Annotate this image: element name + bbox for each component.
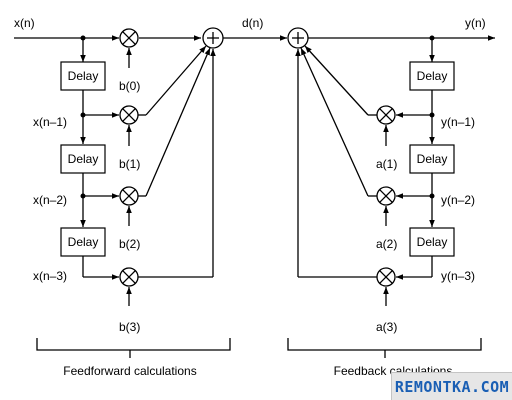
multiplier-a3 — [376, 267, 396, 287]
tap-node — [429, 193, 435, 199]
delay-block-x2: Delay — [60, 144, 106, 174]
feedforward-bracket — [36, 338, 231, 351]
feedforward-section: x(n) Delay Delay Delay x(n–1) x(n–2) x( — [14, 16, 231, 378]
coef-b2-label: b(2) — [119, 237, 140, 251]
input-signal-label: x(n) — [14, 16, 35, 30]
middle-signal-label: d(n) — [242, 16, 263, 30]
coef-b0-label: b(0) — [119, 79, 140, 93]
delay-block-y1: Delay — [409, 61, 455, 91]
delay-label: Delay — [68, 69, 99, 83]
feedback-section: y(n) Delay Delay Delay y(n–1) y(n–2) y(n… — [287, 16, 495, 378]
adder-feedback — [287, 27, 309, 49]
adder-feedforward — [202, 27, 224, 49]
delay-block-y3: Delay — [409, 227, 455, 257]
tap-node — [80, 193, 86, 199]
watermark-logo: REMONTKA.COM — [391, 372, 512, 400]
delay-label: Delay — [68, 235, 99, 249]
coef-a3-label: a(3) — [376, 320, 397, 334]
x-delay-1-label: x(n–1) — [33, 115, 67, 129]
multiplier-b3 — [119, 267, 139, 287]
feedback-bracket — [287, 338, 482, 351]
tap-node — [80, 35, 86, 41]
coef-a2-label: a(2) — [376, 237, 397, 251]
multiplier-b0 — [119, 28, 139, 48]
delay-label: Delay — [417, 152, 448, 166]
coef-b1-label: b(1) — [119, 157, 140, 171]
delay-label: Delay — [68, 152, 99, 166]
delay-label: Delay — [417, 69, 448, 83]
delay-block-y2: Delay — [409, 144, 455, 174]
y-delay-3-label: y(n–3) — [441, 269, 475, 283]
multiplier-a1 — [376, 105, 396, 125]
tap-node — [429, 112, 435, 118]
y-delay-1-label: y(n–1) — [441, 115, 475, 129]
delay-label: Delay — [417, 235, 448, 249]
feedforward-section-label: Feedforward calculations — [63, 364, 196, 378]
delay-block-x3: Delay — [60, 227, 106, 257]
multiplier-b1 — [119, 105, 139, 125]
coef-a1-label: a(1) — [376, 157, 397, 171]
y-delay-2-label: y(n–2) — [441, 193, 475, 207]
tap-node — [429, 35, 435, 41]
delay-block-x1: Delay — [60, 61, 106, 91]
x-delay-3-label: x(n–3) — [33, 269, 67, 283]
multiplier-b2 — [119, 186, 139, 206]
x-delay-2-label: x(n–2) — [33, 193, 67, 207]
output-signal-label: y(n) — [465, 16, 486, 30]
tap-node — [80, 112, 86, 118]
coef-b3-label: b(3) — [119, 320, 140, 334]
multiplier-a2 — [376, 186, 396, 206]
